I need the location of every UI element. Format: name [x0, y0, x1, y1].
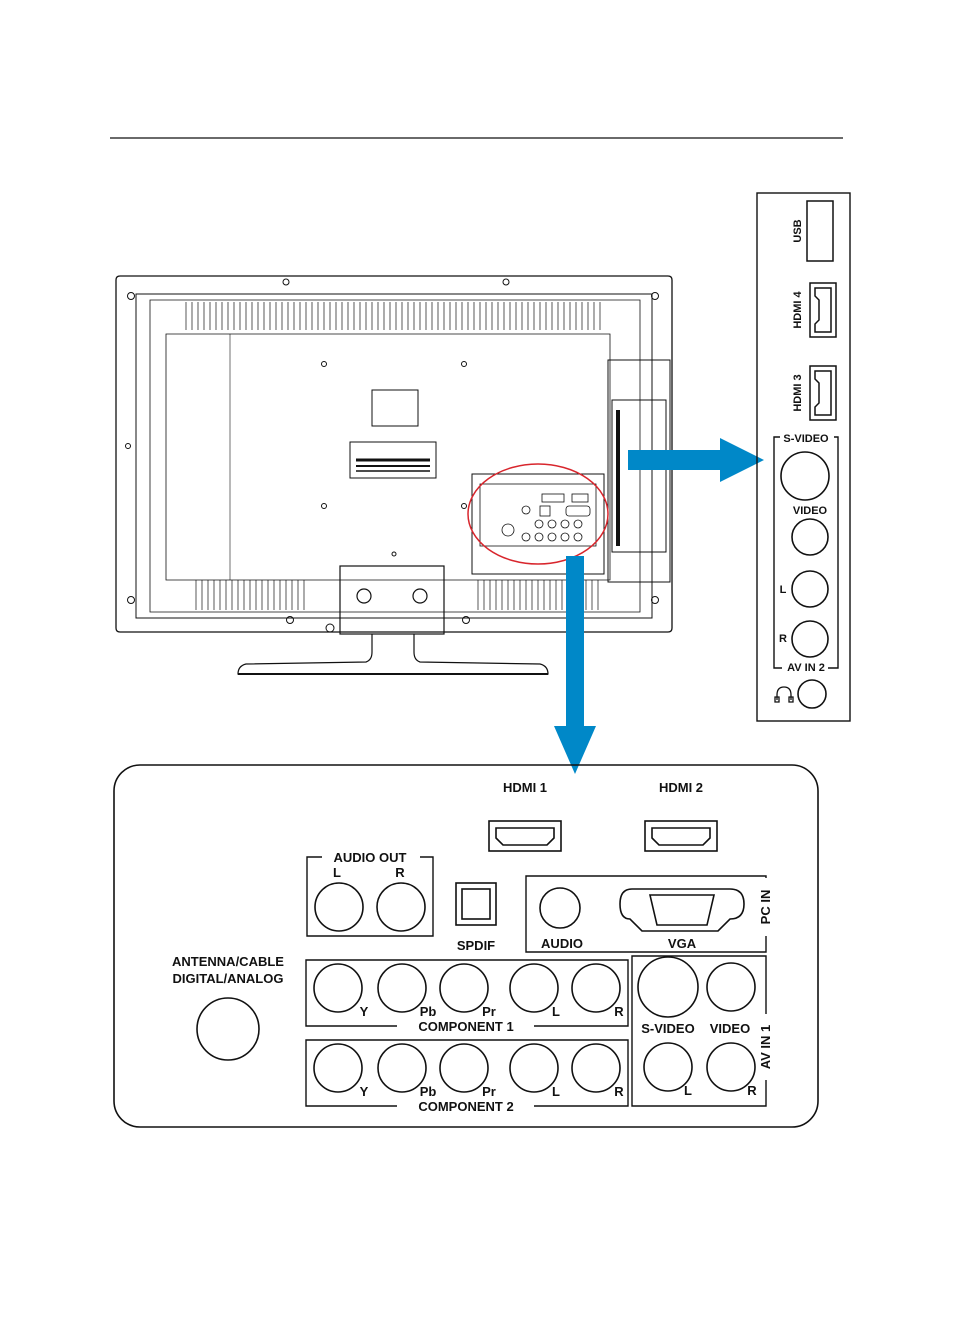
- pc-audio-label: AUDIO: [541, 936, 583, 951]
- side-svideo-jack: [781, 452, 829, 500]
- comp2-r-jack: [572, 1044, 620, 1092]
- side-r-label: R: [779, 633, 787, 645]
- audio-out-r-jack: [377, 883, 425, 931]
- connector-highlight-circle: [468, 464, 608, 564]
- av1-video-label: VIDEO: [710, 1021, 750, 1036]
- antenna-label-line1: ANTENNA/CABLE: [172, 954, 284, 969]
- usb-port: [807, 201, 833, 261]
- comp1-pr-jack: [440, 964, 488, 1012]
- comp2-y-label: Y: [360, 1084, 369, 1099]
- comp2-l-label: L: [552, 1084, 560, 1099]
- audio-out-bracket: [307, 857, 433, 936]
- hdmi1-label: HDMI 1: [503, 780, 547, 795]
- side-video-jack: [792, 519, 828, 555]
- comp1-r-jack: [572, 964, 620, 1012]
- vga-label: VGA: [668, 936, 697, 951]
- side-l-label: L: [780, 584, 787, 596]
- component2-label: COMPONENT 2: [418, 1099, 513, 1114]
- audio-out-label: AUDIO OUT: [334, 850, 407, 865]
- av-in-2-label: AV IN 2: [787, 662, 825, 674]
- comp1-y-jack: [314, 964, 362, 1012]
- comp1-pr-label: Pr: [482, 1004, 496, 1019]
- pc-in-label: PC IN: [758, 890, 773, 925]
- arrow-to-side-panel: [628, 438, 764, 482]
- usb-label: USB: [792, 219, 804, 242]
- hdmi1-port: [489, 821, 561, 851]
- hdmi4-port: [810, 283, 836, 337]
- spdif-label: SPDIF: [457, 938, 495, 953]
- audio-out-l-label: L: [333, 865, 341, 880]
- antenna-jack: [197, 998, 259, 1060]
- main-input-panel: HDMI 1 HDMI 2 AUDIO OUT L R SPDIF AUDIO …: [114, 765, 818, 1127]
- av-in-1-label: AV IN 1: [758, 1025, 773, 1070]
- comp1-pb-label: Pb: [420, 1004, 437, 1019]
- comp2-pb-label: Pb: [420, 1084, 437, 1099]
- comp2-pr-label: Pr: [482, 1084, 496, 1099]
- comp1-l-jack: [510, 964, 558, 1012]
- comp2-r-label: R: [614, 1084, 624, 1099]
- antenna-label-line2: DIGITAL/ANALOG: [173, 971, 284, 986]
- headphone-icon: [775, 687, 793, 702]
- comp1-l-label: L: [552, 1004, 560, 1019]
- audio-out-r-label: R: [395, 865, 405, 880]
- comp1-y-label: Y: [360, 1004, 369, 1019]
- side-r-jack: [792, 621, 828, 657]
- side-video-label: VIDEO: [793, 505, 828, 517]
- av1-video-jack: [707, 963, 755, 1011]
- av1-l-label: L: [684, 1083, 692, 1098]
- side-l-jack: [792, 571, 828, 607]
- component1-label: COMPONENT 1: [418, 1019, 513, 1034]
- side-input-panel: USB HDMI 4 HDMI 3 S-VIDEO VIDEO L R AV I…: [757, 193, 850, 721]
- vga-port: [620, 889, 744, 931]
- comp2-y-jack: [314, 1044, 362, 1092]
- comp2-l-jack: [510, 1044, 558, 1092]
- hdmi4-label: HDMI 4: [792, 290, 804, 328]
- av1-svideo-jack: [638, 957, 698, 1017]
- av1-r-label: R: [747, 1083, 757, 1098]
- hdmi3-port: [810, 366, 836, 420]
- audio-out-l-jack: [315, 883, 363, 931]
- av1-svideo-label: S-VIDEO: [641, 1021, 694, 1036]
- comp1-r-label: R: [614, 1004, 624, 1019]
- arrow-to-main-panel: [554, 556, 596, 774]
- hdmi2-port: [645, 821, 717, 851]
- comp2-pr-jack: [440, 1044, 488, 1092]
- side-svideo-label: S-VIDEO: [783, 433, 829, 445]
- tv-rear-illustration: [116, 276, 672, 674]
- spdif-port: [456, 883, 496, 925]
- pc-audio-jack: [540, 888, 580, 928]
- headphone-jack: [798, 680, 826, 708]
- hdmi2-label: HDMI 2: [659, 780, 703, 795]
- hdmi3-label: HDMI 3: [792, 374, 804, 411]
